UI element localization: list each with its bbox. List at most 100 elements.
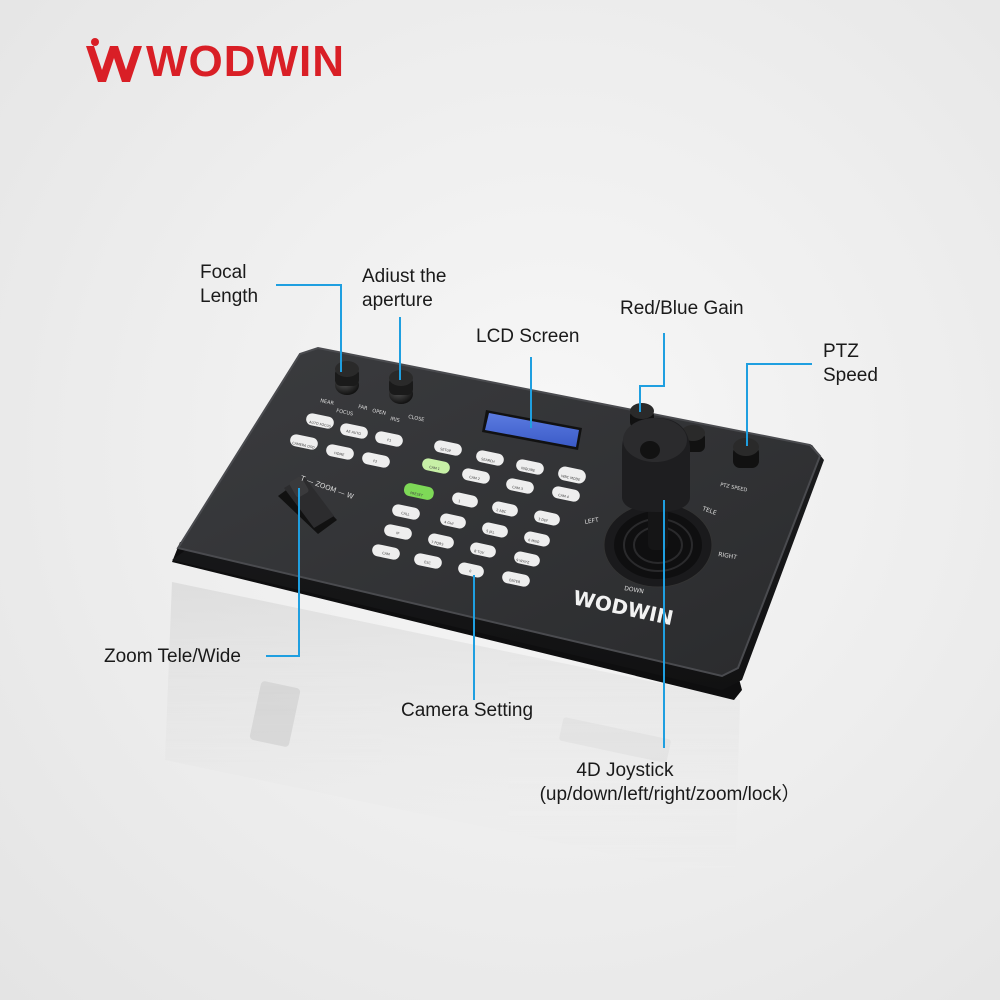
num8-key[interactable]: [469, 541, 497, 558]
num2-key-label: 2 ABC: [496, 508, 507, 514]
number-pad: [371, 491, 561, 588]
cam4-key[interactable]: [551, 485, 581, 503]
joystick-line-1: 4D Joystick: [576, 760, 674, 781]
focal-length-line: [276, 284, 342, 372]
wbc-mode-key[interactable]: [557, 465, 587, 485]
esc-key-label: ESC: [424, 560, 432, 565]
far-label: FAR: [358, 404, 369, 412]
num0-key-label: 0: [469, 569, 472, 573]
cam2-key[interactable]: [461, 467, 491, 485]
focal-length-line-2: Length: [200, 286, 259, 307]
red-blue-gain-callout: Red/Blue Gain: [620, 298, 744, 319]
lcd-screen: [482, 410, 582, 450]
aperture-callout: Adiust the aperture: [362, 265, 447, 313]
num9-key[interactable]: [513, 550, 541, 567]
call-key-label: CALL: [401, 511, 410, 517]
esc-key[interactable]: [413, 552, 443, 570]
aperture-line-2: aperture: [362, 290, 433, 311]
ae-auto-key-label: AE AUTO: [346, 429, 362, 436]
ptz-speed-callout: PTZ Speed: [823, 340, 878, 388]
lcd-screen-callout: LCD Screen: [476, 326, 580, 347]
camera-setting-callout: Camera Setting: [401, 700, 534, 721]
camera-osd-key[interactable]: [289, 433, 319, 451]
cam1-key[interactable]: [421, 457, 451, 475]
f1-key[interactable]: [374, 430, 404, 448]
cam1-key-label: CAM 1: [429, 465, 440, 471]
down-label: DOWN: [624, 585, 645, 595]
search-key[interactable]: [475, 449, 505, 467]
zoom-rocker[interactable]: [278, 476, 337, 534]
cam3-key[interactable]: [505, 477, 535, 495]
right-label: RIGHT: [718, 551, 738, 561]
num3-key[interactable]: [533, 509, 561, 526]
focal-length-callout: Focal Length: [200, 261, 258, 309]
wbc-mode-key-label: WBC MODE: [561, 474, 581, 482]
home-key[interactable]: [325, 443, 355, 461]
iris-label: IRIS: [390, 416, 401, 424]
left-label: LEFT: [584, 517, 599, 526]
ptz-speed-line-2: Speed: [823, 365, 878, 386]
zoom-line: [266, 488, 300, 657]
ptz-speed-panel-label: PTZ SPEED: [720, 482, 748, 494]
num8-key-label: 8 TUV: [474, 549, 485, 555]
num6-key-label: 6 MNO: [528, 538, 540, 544]
auto-focus-key-label: AUTO FOCUS: [309, 420, 332, 429]
num3-key-label: 3 DEF: [538, 517, 549, 523]
cam3-key-label: CAM 3: [512, 485, 523, 491]
brand-logo: WODWIN: [84, 36, 344, 88]
inquire-key[interactable]: [515, 458, 545, 476]
ip-key-label: IP: [396, 531, 400, 536]
cam4-key-label: CAM 4: [558, 493, 569, 499]
logo-mark-icon: [86, 38, 142, 82]
ptz-speed-knob[interactable]: [733, 438, 759, 468]
preset-key-label: PRESET: [410, 491, 424, 498]
aperture-line-1: Adiust the: [362, 266, 447, 287]
open-label: OPEN: [372, 408, 387, 417]
tele-label: TELE: [700, 505, 717, 517]
enter-key[interactable]: [501, 570, 531, 588]
num5-key-label: 5 JKL: [486, 529, 495, 535]
f1-key-label: F1: [387, 438, 392, 443]
joystick[interactable]: [603, 417, 713, 588]
num7-key[interactable]: [427, 532, 455, 549]
ptz-speed-line-1: PTZ: [823, 341, 859, 362]
camera-osd-key-label: CAMERA OSD: [292, 441, 316, 450]
num2-key[interactable]: [491, 500, 519, 517]
enter-key-label: ENTER: [509, 578, 521, 584]
ptz-speed-line: [746, 363, 812, 446]
inquire-key-label: INQUIRE: [521, 466, 536, 473]
num1-key-label: 1: [458, 499, 461, 503]
num0-key[interactable]: [457, 561, 485, 578]
near-label: NEAR: [320, 398, 335, 407]
focus-knob[interactable]: [335, 361, 359, 395]
num9-key-label: 9 WXYZ: [516, 558, 531, 565]
logo-wordmark: WODWIN: [146, 37, 346, 86]
preset-key[interactable]: [403, 482, 435, 501]
f2-key[interactable]: [361, 451, 391, 469]
ip-key[interactable]: [383, 523, 413, 541]
function-keys-middle: [433, 439, 587, 503]
num5-key[interactable]: [481, 521, 509, 538]
ae-auto-key[interactable]: [339, 422, 369, 440]
focus-label: FOCUS: [336, 408, 354, 417]
close-label: CLOSE: [408, 414, 425, 423]
num4-key[interactable]: [439, 512, 467, 529]
setup-key[interactable]: [433, 439, 463, 457]
cam-key[interactable]: [371, 543, 401, 561]
auto-focus-key[interactable]: [305, 412, 335, 430]
cam2-key-label: CAM 2: [469, 475, 480, 481]
cam-key-label: CAM: [382, 551, 390, 557]
search-key-label: SEARCH: [481, 457, 496, 464]
call-key[interactable]: [391, 503, 421, 521]
setup-key-label: SETUP: [440, 447, 451, 453]
ptz-controller: NEAR FOCUS FAR OPEN IRIS CLOSE AUTO FOCU…: [172, 346, 824, 700]
num6-key[interactable]: [523, 530, 551, 547]
num1-key[interactable]: [451, 491, 479, 508]
function-keys-left: [289, 412, 404, 469]
home-key-label: HOME: [334, 451, 345, 457]
num7-key-label: 7 PQRS: [431, 540, 444, 547]
joystick-callout: 4D Joystick (up/down/left/right/zoom/loc…: [525, 759, 815, 807]
gain-line: [639, 333, 665, 412]
f2-key-label: F2: [373, 459, 378, 464]
